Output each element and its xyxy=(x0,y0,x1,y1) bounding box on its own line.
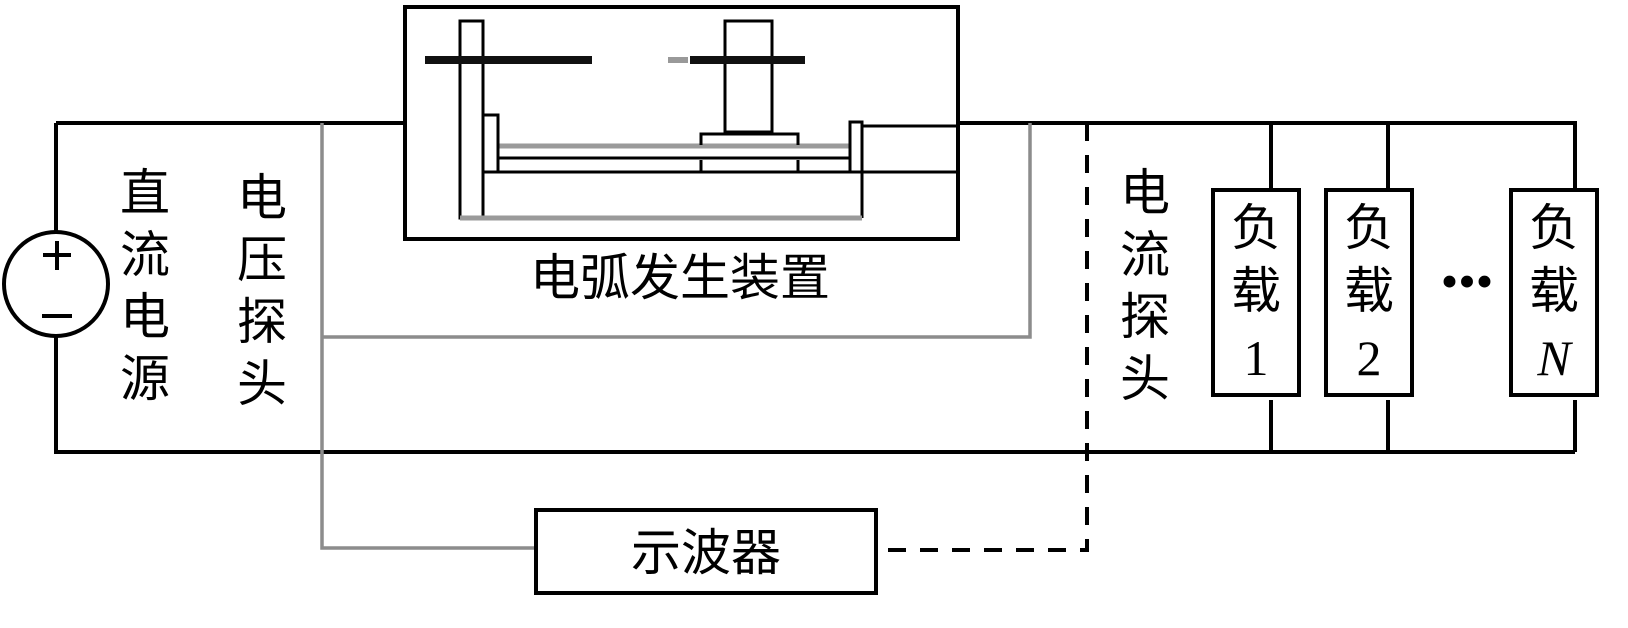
voltage-probe-char: 电 xyxy=(237,169,287,227)
bottom-return-wire xyxy=(54,336,1575,454)
right-electrode-post xyxy=(723,19,774,134)
load-1-box xyxy=(1211,188,1301,397)
voltage-probe-lead-left xyxy=(320,123,536,550)
oscilloscope-label: 示波器 xyxy=(631,524,781,582)
arc-device-label: 电弧发生装置 xyxy=(530,249,830,307)
voltage-probe-wires xyxy=(320,123,1032,550)
right-rail-stop xyxy=(848,120,864,174)
load-2-char: 载 xyxy=(1344,262,1394,320)
dc-source-char: 流 xyxy=(120,226,170,284)
load-n-char: 载 xyxy=(1529,262,1579,320)
oscilloscope-box xyxy=(534,508,878,595)
dc-source-circle xyxy=(2,230,110,338)
current-probe-char: 流 xyxy=(1120,226,1170,284)
arc-generator-device xyxy=(403,5,960,241)
carriage-legs xyxy=(699,160,800,172)
load-2-index: 2 xyxy=(1357,330,1382,386)
dc-source-char: 源 xyxy=(120,350,170,408)
oscilloscope: 示波器 xyxy=(534,508,878,595)
voltage-probe-char: 压 xyxy=(237,231,287,289)
current-probe-lead xyxy=(876,123,1089,552)
load-2-box xyxy=(1324,188,1414,397)
load-n-box xyxy=(1509,188,1599,397)
left-rail-stop xyxy=(481,113,500,174)
load-1-char: 负 xyxy=(1231,199,1281,257)
load-1: 负 载 1 xyxy=(1211,188,1301,397)
carriage-top xyxy=(699,132,800,145)
dc-source-label: 直 流 电 源 xyxy=(120,164,170,408)
voltage-probe-label: 电 压 探 头 xyxy=(237,169,287,413)
main-circuit-wires xyxy=(54,121,1577,454)
load-n-char: 负 xyxy=(1529,199,1579,257)
load-2-char: 负 xyxy=(1344,199,1394,257)
load-n-index: N xyxy=(1536,330,1573,386)
load-1-index: 1 xyxy=(1244,330,1269,386)
load-1-char: 载 xyxy=(1231,262,1281,320)
current-probe-char: 头 xyxy=(1120,350,1170,408)
load-2: 负 载 2 xyxy=(1324,188,1414,397)
current-probe-char: 探 xyxy=(1120,288,1170,346)
dc-source-char: 电 xyxy=(120,288,170,346)
current-probe-label: 电 流 探 头 xyxy=(1120,164,1170,408)
dc-source xyxy=(2,230,110,338)
top-right-wire xyxy=(958,121,1577,190)
current-probe-char: 电 xyxy=(1120,164,1170,222)
voltage-probe-lead-right xyxy=(322,123,1032,339)
voltage-probe-char: 探 xyxy=(237,293,287,351)
dc-source-char: 直 xyxy=(120,164,170,222)
more-loads-ellipsis: ••• xyxy=(1441,253,1494,309)
left-electrode-post xyxy=(458,19,485,220)
voltage-probe-char: 头 xyxy=(237,355,287,413)
load-n: 负 载 N xyxy=(1509,188,1599,397)
plus-sign-icon xyxy=(43,241,71,270)
